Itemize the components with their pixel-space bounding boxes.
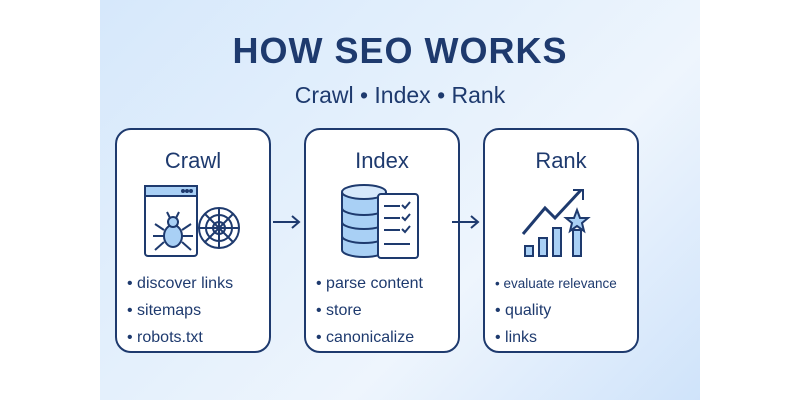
list-item: evaluate relevance <box>495 270 637 297</box>
list-item: discover links <box>127 270 269 297</box>
page-subtitle: Crawl • Index • Rank <box>294 82 506 108</box>
card-index: Index parse content store canonicalize <box>304 128 460 353</box>
card-rank: Rank evaluate relevance quality links <box>483 128 639 353</box>
arrow-right-icon <box>452 215 480 229</box>
card-title: Index <box>355 148 409 173</box>
database-checklist-icon <box>341 184 419 259</box>
list-item: links <box>495 324 637 351</box>
list-item: parse content <box>316 270 458 297</box>
card-title: Rank <box>535 148 587 173</box>
arrow-right-icon <box>273 215 301 229</box>
spider-browser-icon <box>144 185 240 257</box>
list-item: robots.txt <box>127 324 269 351</box>
list-item: canonicalize <box>316 324 458 351</box>
list-item: sitemaps <box>127 297 269 324</box>
growth-chart-star-icon <box>521 188 591 257</box>
card-title: Crawl <box>164 148 222 173</box>
list-item: store <box>316 297 458 324</box>
card-crawl: Crawl discover links sitemaps robots.txt <box>115 128 271 353</box>
page-title: HOW SEO WORKS <box>232 30 568 71</box>
list-item: quality <box>495 297 637 324</box>
